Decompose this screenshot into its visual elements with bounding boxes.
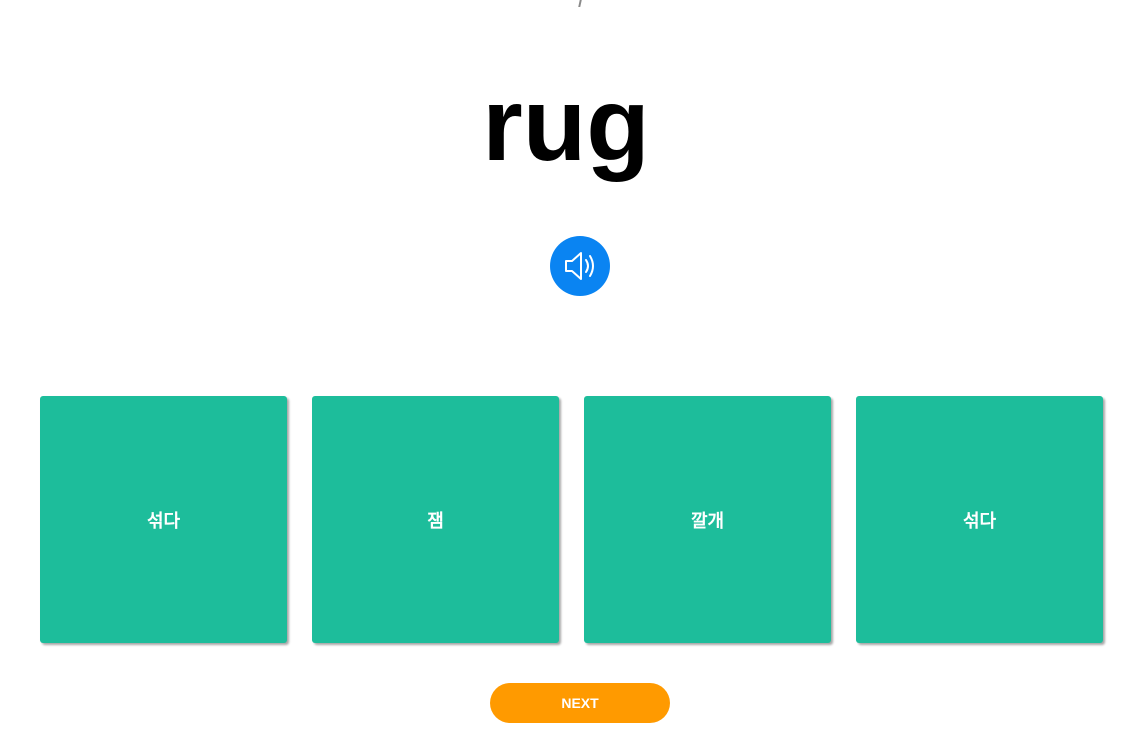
answer-option[interactable]: 섞다 — [40, 396, 287, 643]
answer-option-label: 섞다 — [146, 510, 181, 532]
speaker-icon — [565, 252, 594, 280]
answer-option-label: 섞다 — [962, 510, 997, 532]
top-tick-mark — [578, 0, 582, 7]
next-button[interactable]: NEXT — [490, 683, 670, 723]
answer-option-label: 깔개 — [690, 510, 725, 532]
play-audio-button[interactable] — [550, 236, 610, 296]
answer-option[interactable]: 잼 — [312, 396, 559, 643]
answer-options: 섞다 잼 깔개 섞다 — [40, 396, 1104, 643]
answer-option[interactable]: 섞다 — [856, 396, 1103, 643]
answer-option[interactable]: 깔개 — [584, 396, 831, 643]
quiz-word: rug — [482, 67, 650, 183]
answer-option-label: 잼 — [427, 510, 444, 532]
